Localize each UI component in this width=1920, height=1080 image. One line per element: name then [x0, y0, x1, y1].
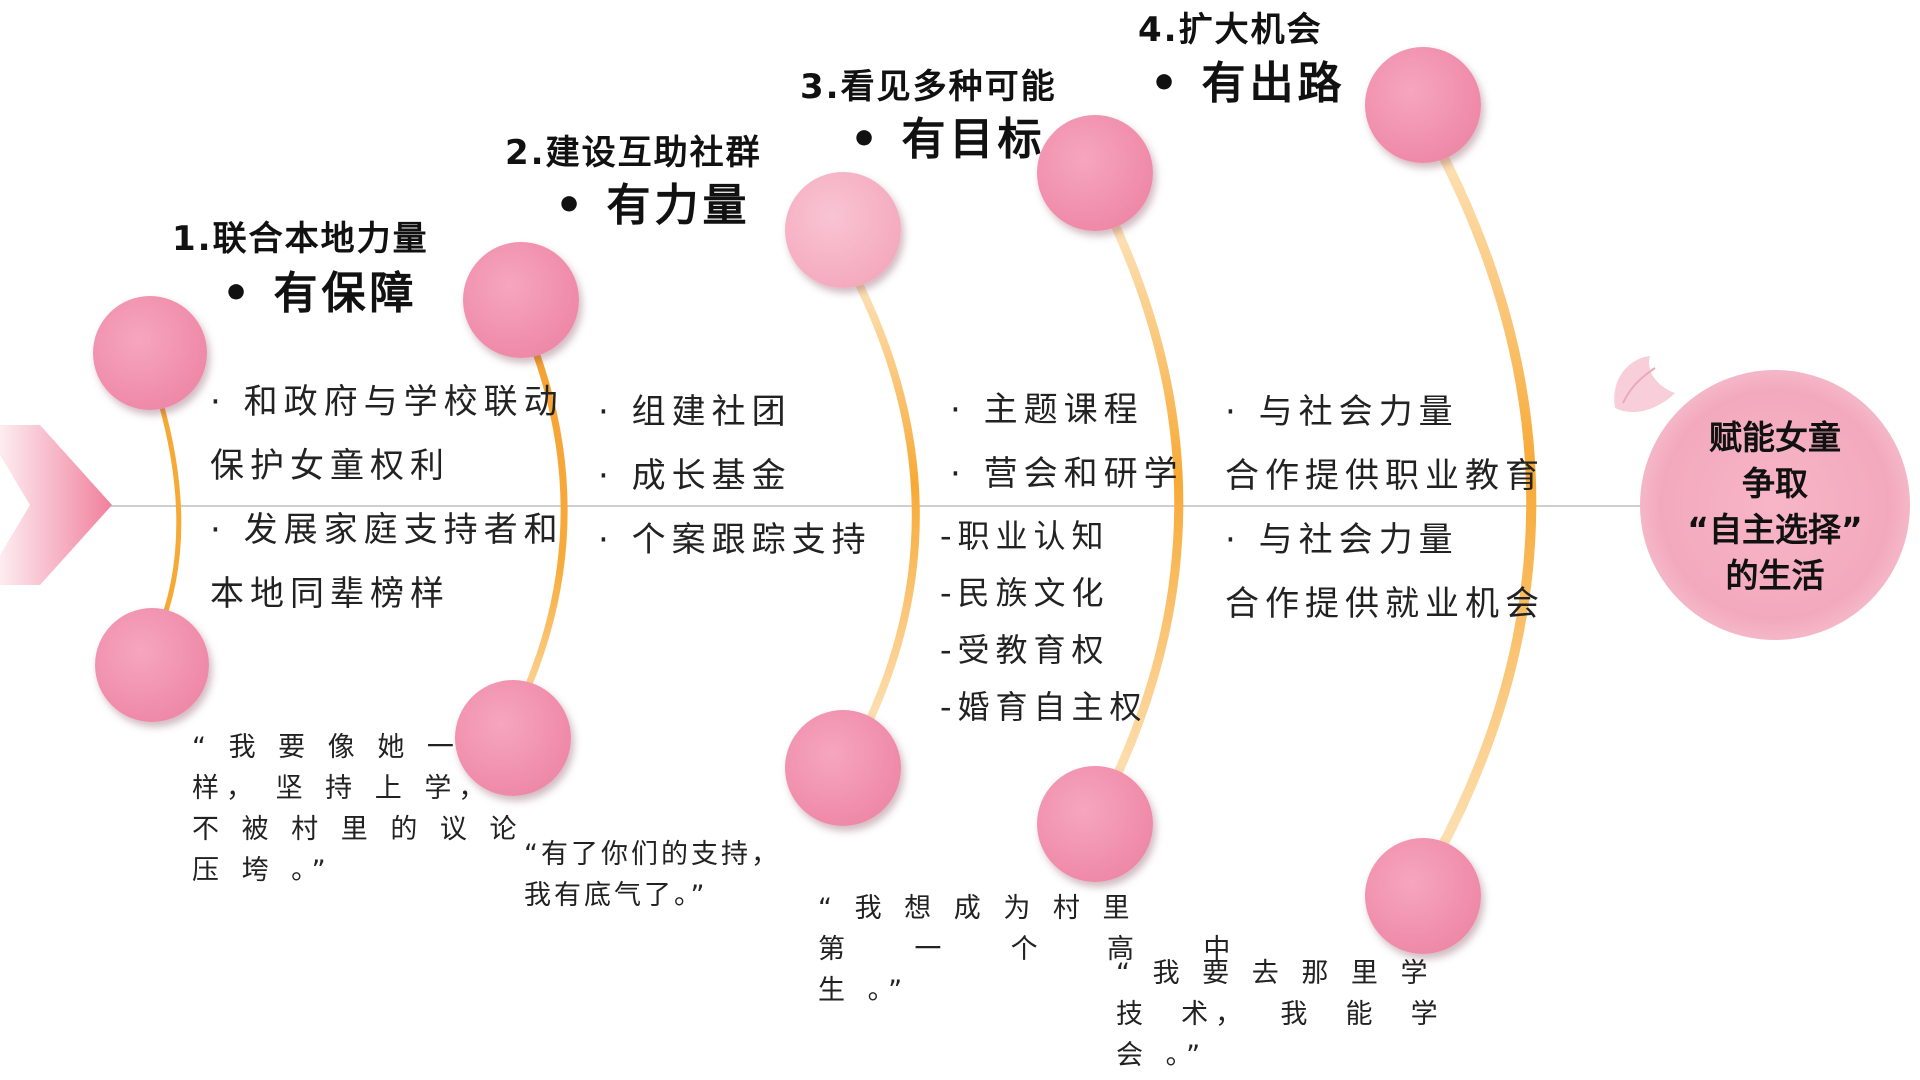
goal-line-3: “自主选择” [1687, 510, 1863, 549]
node-step-4b-top [1365, 47, 1481, 163]
node-step-4a-bottom [1037, 766, 1153, 882]
node-step-1-top [93, 296, 207, 410]
arc-step-3 [854, 278, 920, 734]
step-1-subtitle: • 有保障 [222, 268, 418, 319]
step-2-body: · 组建社团 · 成长基金 · 个案跟踪支持 [598, 392, 872, 560]
node-step-4a-top [1037, 115, 1153, 231]
step-4-subtitle: • 有出路 [1150, 58, 1346, 109]
arc-step-4b [1430, 145, 1537, 865]
step-3-quote: “ 我 想 成 为 村 里 第 一 个 高 中 生 。” [818, 893, 1238, 1006]
node-step-1-bottom [95, 608, 209, 722]
arc-step-1 [152, 397, 182, 643]
flower-petal-icon [1614, 356, 1675, 413]
start-arrow-icon [0, 425, 112, 585]
node-step-2-top [463, 242, 579, 358]
step-3-subtitle: • 有目标 [850, 114, 1046, 165]
step-1-body: · 和政府与学校联动 保护女童权利 · 发展家庭支持者和 本地同辈榜样 [210, 382, 564, 614]
arc-step-4a [1105, 220, 1184, 795]
step-4-quote: “ 我 要 去 那 里 学 技 术， 我 能 学 会 。” [1116, 958, 1445, 1071]
step-2-quote: “有了你们的支持， 我有底气了。” [524, 839, 781, 911]
step-4-title: 4.扩大机会 [1138, 10, 1323, 50]
step-3-body-bottom: -职业认知 -民族文化 -受教育权 -婚育自主权 [940, 517, 1148, 726]
arc-step-2 [516, 346, 568, 709]
step-4-body: · 与社会力量 合作提供职业教育 · 与社会力量 合作提供就业机会 [1225, 392, 1545, 624]
node-step-3-top [785, 172, 901, 288]
step-2-subtitle: • 有力量 [555, 180, 751, 231]
step-3-title: 3.看见多种可能 [800, 67, 1057, 107]
step-1-quote: “ 我 要 像 她 一 样， 坚 持 上 学， 不 被 村 里 的 议 论 压 … [192, 732, 524, 886]
goal-line-2: 争取 [1742, 464, 1808, 503]
node-step-2-bottom [455, 680, 571, 796]
node-step-4b-bottom [1365, 838, 1481, 954]
goal-line-1: 赋能女童 [1709, 418, 1841, 457]
goal-line-4: 的生活 [1725, 556, 1825, 595]
step-3-body-top: · 主题课程 · 营会和研学 [950, 390, 1184, 494]
goal-circle [1640, 370, 1910, 640]
node-step-3-bottom [785, 710, 901, 826]
step-2-title: 2.建设互助社群 [505, 133, 762, 173]
goal-text: 赋能女童 争取 “自主选择” 的生活 [1640, 415, 1910, 599]
step-1-title: 1.联合本地力量 [172, 219, 429, 259]
